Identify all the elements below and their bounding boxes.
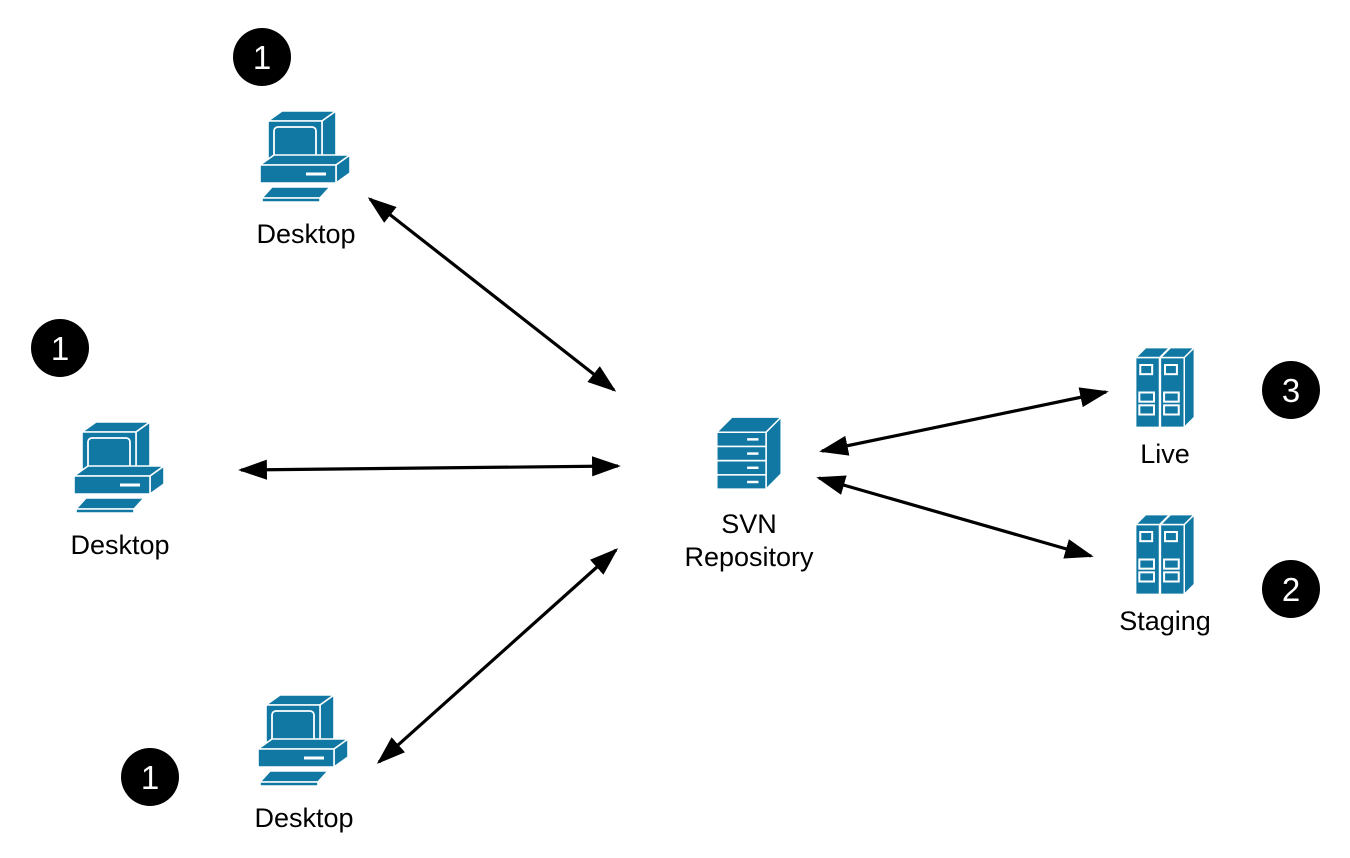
rack-server-icon bbox=[1134, 346, 1196, 429]
node-label: Desktop bbox=[254, 803, 354, 833]
step-badge: 1 bbox=[31, 319, 89, 377]
edge-desktop-left-svn bbox=[238, 456, 621, 480]
node-desktop-top: Desktop bbox=[231, 109, 381, 251]
edge-desktop-top-svn bbox=[367, 197, 617, 392]
node-desktop-bottom: Desktop bbox=[229, 693, 379, 835]
desktop-computer-icon bbox=[257, 694, 349, 787]
server-stack-icon bbox=[716, 416, 782, 490]
node-label: Live bbox=[1140, 439, 1190, 469]
step-badge: 2 bbox=[1262, 560, 1320, 618]
node-staging: Staging bbox=[1090, 510, 1240, 638]
node-label: SVN Repository bbox=[684, 508, 813, 574]
node-label: Staging bbox=[1119, 606, 1211, 636]
edge-svn-live bbox=[819, 387, 1109, 456]
edge-desktop-bottom-svn bbox=[376, 548, 619, 764]
step-badge: 1 bbox=[121, 748, 179, 806]
desktop-computer-icon bbox=[73, 421, 165, 514]
node-live: Live bbox=[1090, 343, 1240, 471]
node-desktop-left: Desktop bbox=[45, 420, 195, 562]
step-badge: 3 bbox=[1262, 361, 1320, 419]
node-label-line2: Repository bbox=[684, 542, 814, 572]
desktop-computer-icon bbox=[259, 110, 351, 203]
rack-server-icon bbox=[1134, 513, 1196, 596]
node-label: Desktop bbox=[256, 219, 356, 249]
node-label: Desktop bbox=[70, 530, 170, 560]
node-svn-repository: SVN Repository bbox=[664, 415, 834, 574]
edge-svn-staging bbox=[816, 475, 1094, 559]
node-label-line1: SVN bbox=[721, 509, 777, 539]
step-badge: 1 bbox=[233, 28, 291, 86]
